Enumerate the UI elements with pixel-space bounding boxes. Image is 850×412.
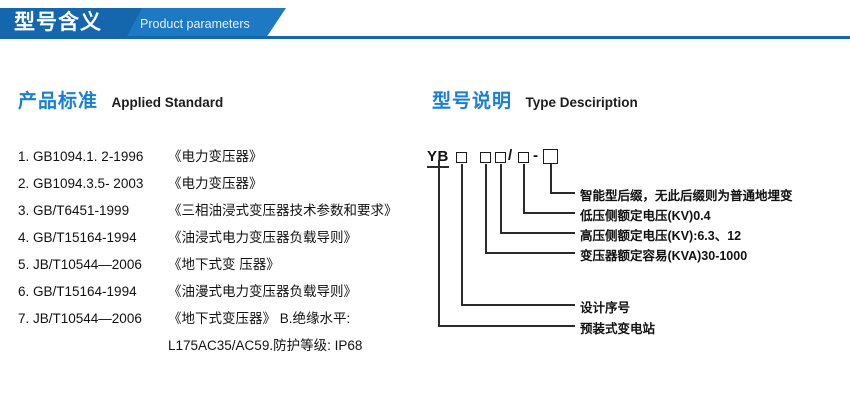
header-title-cn: 型号含义 (14, 11, 102, 34)
leader-line-2-horizontal (523, 212, 575, 214)
code-dash: - (533, 147, 538, 164)
model-code-prefix: YB (427, 148, 449, 165)
standard-continuation-line: L175AC35/AC59.防护等级: IP68 (168, 338, 363, 353)
standard-code: 5. JB/T10544—2006 (18, 257, 142, 272)
callout-label-5: 设计序号 (580, 301, 631, 315)
leader-line-1-horizontal (550, 192, 575, 194)
callout-label-1: 智能型后缀，无此后缀则为普通地埋变 (580, 189, 793, 203)
leader-line-6-vertical (438, 160, 440, 326)
code-box-2 (480, 152, 491, 163)
list-item: 6. GB/T15164-1994 《油漫式电力变压器负载导则》 (18, 280, 438, 307)
leader-line-4-horizontal (485, 252, 575, 254)
code-box-1 (456, 152, 467, 163)
left-section-heading: 产品标准 Applied Standard (18, 86, 223, 113)
header-band-light (126, 8, 286, 38)
leader-line-1-vertical (550, 164, 552, 193)
callout-label-4: 变压器额定容易(KVA)30-1000 (580, 249, 748, 263)
code-box-3 (495, 152, 506, 163)
standard-name: 《电力变压器》 (168, 176, 263, 191)
model-code-diagram: YB / - (425, 140, 845, 355)
page-header: 型号含义 Product parameters (0, 8, 850, 38)
standard-code: 1. GB1094.1. 2-1996 (18, 149, 144, 164)
standard-code: 7. JB/T10544—2006 (18, 311, 142, 326)
standard-code: 2. GB1094.3.5- 2003 (18, 176, 144, 191)
standard-name: 《地下式变 压器》 (168, 257, 280, 272)
callout-label-6: 预装式变电站 (580, 322, 656, 336)
standard-code: 6. GB/T15164-1994 (18, 284, 137, 299)
standards-list: 1. GB1094.1. 2-1996 《电力变压器》 2. GB1094.3.… (18, 145, 438, 361)
standard-name: 《油漫式电力变压器负载导则》 (168, 284, 357, 299)
leader-line-3-vertical (500, 164, 502, 233)
standard-name: 《地下式变压器》 B.绝缘水平: (168, 311, 351, 326)
right-heading-cn: 型号说明 (432, 91, 513, 112)
callout-label-2: 低压侧额定电压(KV)0.4 (580, 209, 711, 223)
list-item: 5. JB/T10544—2006 《地下式变 压器》 (18, 253, 438, 280)
list-item: 2. GB1094.3.5- 2003 《电力变压器》 (18, 172, 438, 199)
left-heading-en: Applied Standard (111, 95, 224, 110)
header-underline-rule (0, 36, 850, 39)
list-item: 3. GB/T6451-1999 《三相油浸式变压器技术参数和要求》 (18, 199, 438, 226)
leader-line-4-vertical (485, 164, 487, 253)
list-item: 7. JB/T10544—2006 《地下式变压器》 B.绝缘水平: (18, 307, 438, 334)
left-heading-cn: 产品标准 (18, 91, 99, 112)
code-box-4 (518, 152, 529, 163)
header-title-en: Product parameters (140, 17, 250, 31)
standard-code: 3. GB/T6451-1999 (18, 203, 130, 218)
callout-label-3: 高压侧额定电压(KV):6.3、12 (580, 229, 742, 243)
code-box-5 (543, 149, 558, 164)
standard-name: 《电力变压器》 (168, 149, 263, 164)
list-item: 4. GB/T15164-1994 《油浸式电力变压器负载导则》 (18, 226, 438, 253)
leader-line-5-horizontal (461, 304, 575, 306)
standard-code: 4. GB/T15164-1994 (18, 230, 137, 245)
right-section-heading: 型号说明 Type Desciription (432, 86, 638, 113)
code-slash: / (508, 147, 513, 164)
leader-line-6-horizontal (438, 325, 575, 327)
standard-name: 《三相油浸式变压器技术参数和要求》 (168, 203, 398, 218)
leader-line-3-horizontal (500, 232, 575, 234)
right-heading-en: Type Desciription (525, 95, 638, 110)
leader-line-5-vertical (461, 164, 463, 305)
leader-line-2-vertical (523, 164, 525, 213)
list-item: 1. GB1094.1. 2-1996 《电力变压器》 (18, 145, 438, 172)
standard-name: 《油浸式电力变压器负载导则》 (168, 230, 357, 245)
